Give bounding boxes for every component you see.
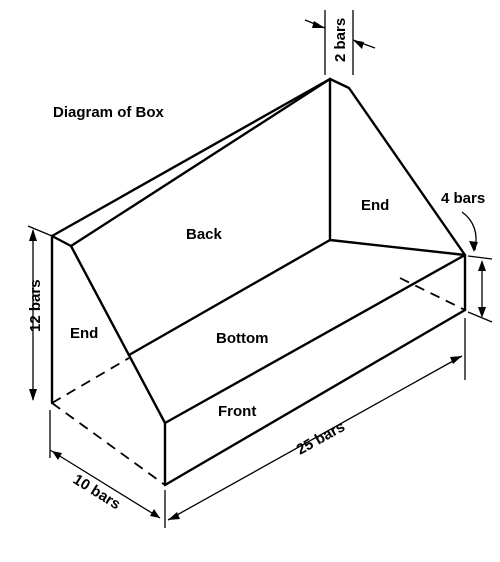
height-label: 12 bars <box>27 279 44 332</box>
depth-arrow-right <box>150 509 160 518</box>
back-face-label: Back <box>186 226 223 243</box>
depth-arrow-left <box>52 451 62 460</box>
front-height-ext-top <box>467 255 493 260</box>
right-end-face-label: End <box>361 197 389 214</box>
height-arrow-top <box>29 229 37 241</box>
top-edge-label: 2 bars <box>332 18 349 62</box>
front-height-ext-bottom <box>467 311 493 323</box>
front-height-arrow-bottom <box>478 307 486 318</box>
left-end-outline <box>50 234 167 487</box>
left-end-face-label: End <box>70 325 98 342</box>
top-edge-arrow-left <box>312 21 325 28</box>
diagram-title: Diagram of Box <box>53 104 165 121</box>
bottom-right-edge <box>328 238 467 257</box>
right-end-outline <box>328 77 467 312</box>
length-arrow-right <box>450 356 462 364</box>
depth-dimension-line <box>49 449 161 519</box>
back-top-edge <box>69 77 332 248</box>
front-height-label: 4 bars <box>441 190 485 207</box>
length-dimension-line <box>167 355 463 521</box>
top-edge-arrow-right <box>353 40 364 49</box>
hidden-right-bottom-edge <box>399 277 466 311</box>
front-face-label: Front <box>218 403 256 420</box>
hidden-bottom-front-edge <box>51 402 166 486</box>
hidden-left-bottom-edge <box>51 357 130 404</box>
front-top-edge <box>163 253 467 425</box>
back-top-edge-lower <box>50 77 332 238</box>
front-height-pointer-arrow <box>469 241 478 252</box>
front-bottom-edge <box>163 308 467 487</box>
height-arrow-bottom <box>29 389 37 401</box>
length-arrow-left <box>168 512 180 520</box>
height-ext-top <box>27 225 53 237</box>
front-height-arrow-top <box>478 260 486 271</box>
depth-label: 10 bars <box>70 471 124 513</box>
bottom-face-label: Bottom <box>216 330 269 347</box>
length-label: 25 bars <box>294 418 348 458</box>
bottom-back-edge <box>127 238 332 357</box>
